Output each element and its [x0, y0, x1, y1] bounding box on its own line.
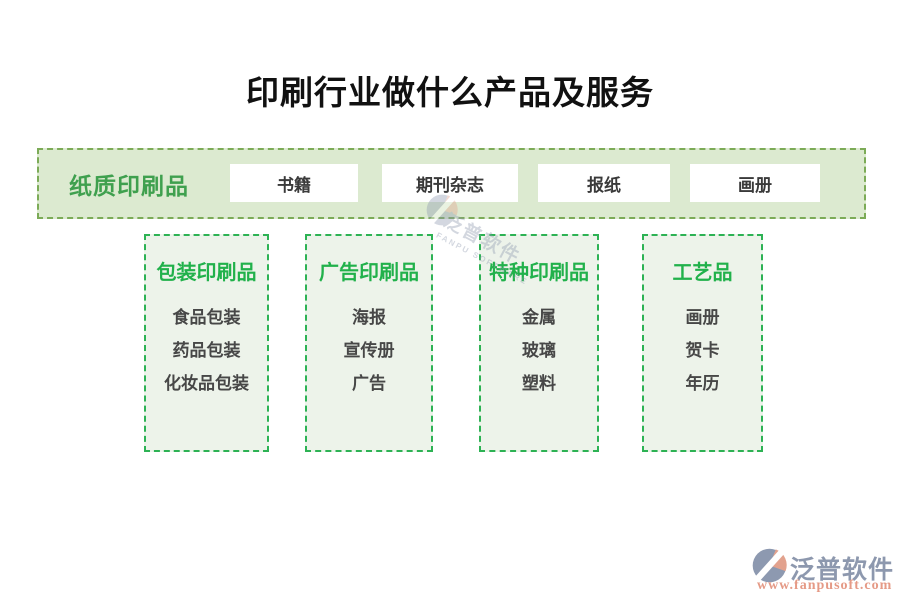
band-item-books: 书籍 [230, 164, 358, 202]
category-item: 海报 [352, 308, 386, 327]
fanpu-logo-icon [752, 548, 787, 583]
category-item: 宣传册 [343, 341, 395, 360]
footer-brand: 泛普软件 www.fanpusoft.com [750, 546, 895, 596]
band-label: 纸质印刷品 [69, 172, 189, 199]
paper-print-band: 纸质印刷品 书籍 期刊杂志 报纸 画册 [37, 148, 866, 219]
category-box-packaging: 包装印刷品 食品包装 药品包装 化妆品包装 [144, 234, 269, 452]
category-item: 广告 [352, 374, 386, 393]
category-item: 金属 [522, 308, 556, 327]
category-item-list: 金属 玻璃 塑料 [481, 301, 597, 400]
category-heading: 特种印刷品 [489, 262, 589, 284]
category-item: 化妆品包装 [164, 374, 249, 393]
category-item: 塑料 [522, 374, 556, 393]
category-item-list: 食品包装 药品包装 化妆品包装 [146, 301, 267, 400]
category-box-special: 特种印刷品 金属 玻璃 塑料 [479, 234, 599, 452]
category-item: 画册 [685, 308, 720, 327]
category-box-advertising: 广告印刷品 海报 宣传册 广告 [305, 234, 433, 452]
band-item-albums: 画册 [690, 164, 820, 202]
category-item: 贺卡 [685, 341, 720, 360]
brand-url: www.fanpusoft.com [757, 578, 893, 593]
category-item: 食品包装 [172, 308, 241, 327]
category-box-crafts: 工艺品 画册 贺卡 年历 [642, 234, 763, 452]
category-heading: 包装印刷品 [156, 262, 257, 284]
category-item: 玻璃 [522, 341, 556, 360]
category-item-list: 海报 宣传册 广告 [307, 301, 431, 400]
brand-name: 泛普软件 [790, 556, 895, 584]
band-item-newspapers: 报纸 [538, 164, 670, 202]
category-item: 年历 [685, 374, 720, 393]
category-heading: 广告印刷品 [319, 262, 419, 284]
band-item-magazines: 期刊杂志 [382, 164, 518, 202]
category-heading: 工艺品 [672, 262, 733, 284]
category-item: 药品包装 [172, 341, 241, 360]
category-item-list: 画册 贺卡 年历 [644, 301, 761, 400]
page-title: 印刷行业做什么产品及服务 [246, 74, 654, 111]
